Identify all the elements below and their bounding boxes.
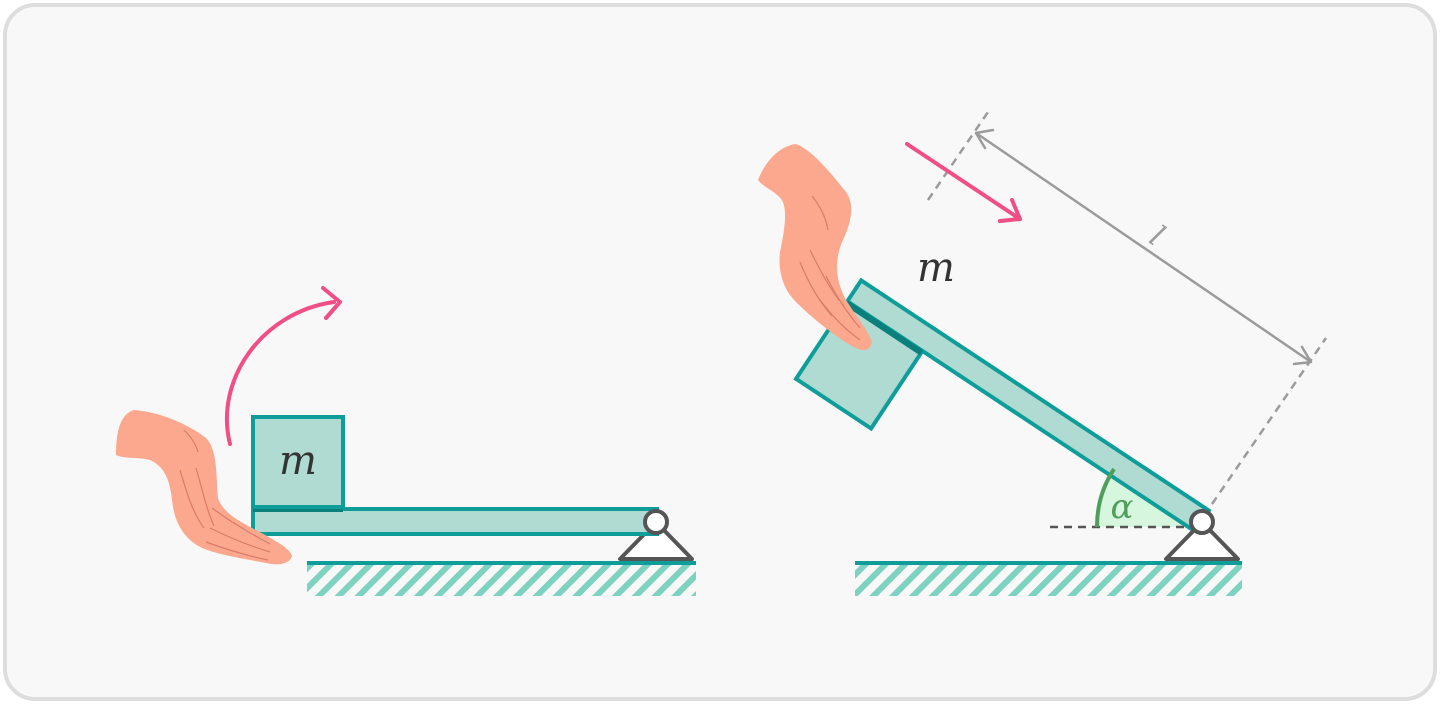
- right-pivot-circle: [1189, 509, 1215, 535]
- length-label: l: [1143, 219, 1171, 253]
- length-extension-top: [926, 111, 990, 201]
- length-arrowhead-bottom: [1292, 345, 1313, 366]
- length-arrowhead-top: [974, 128, 995, 150]
- left-board: [251, 507, 659, 536]
- left-ground-hatch: [307, 564, 696, 596]
- right-mass-label: m: [917, 245, 955, 291]
- right-pivot-triangle: [1164, 520, 1240, 561]
- right-hand-icon: [758, 144, 872, 351]
- left-pivot-circle: [643, 509, 669, 535]
- left-mass-block: [251, 415, 345, 509]
- length-extension-bottom: [1210, 337, 1328, 505]
- right-figure: α m l: [758, 111, 1328, 596]
- left-figure: m: [116, 286, 696, 596]
- right-ground-hatch: [855, 564, 1242, 596]
- angle-arc: [1094, 467, 1116, 528]
- length-dimension-line: [975, 131, 1312, 364]
- left-lift-arrow: [224, 300, 336, 446]
- left-mass-label: m: [279, 438, 317, 484]
- left-hand-icon: [116, 410, 292, 565]
- left-lift-arrowhead: [321, 286, 342, 320]
- angle-label: α: [1111, 487, 1134, 527]
- slide-arrowhead: [998, 198, 1022, 223]
- right-board-contact: [844, 300, 923, 356]
- slide-arrow: [905, 142, 1022, 221]
- right-board: [844, 277, 1212, 535]
- left-pivot-triangle: [618, 520, 694, 561]
